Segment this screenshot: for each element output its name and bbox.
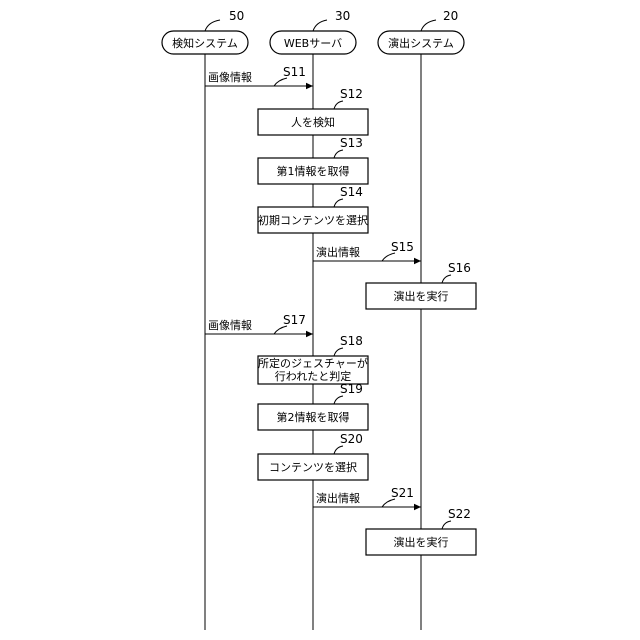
entity-web-ref: 30: [335, 9, 350, 23]
message-s21-label: 演出情報: [316, 491, 360, 505]
message-s21: 演出情報 S21: [313, 486, 421, 507]
process-s19-step: S19: [340, 382, 363, 396]
entity-effect-label: 演出システム: [388, 36, 454, 50]
process-s13-text: 第1情報を取得: [277, 164, 350, 178]
message-s17-leader: [274, 326, 287, 334]
process-s18-leader: [334, 348, 343, 356]
process-s22-text: 演出を実行: [394, 535, 449, 549]
message-s17: 画像情報 S17: [205, 313, 313, 334]
entity-web: WEBサーバ 30: [270, 9, 356, 54]
process-s14-text: 初期コンテンツを選択: [258, 213, 368, 227]
process-s20-step: S20: [340, 432, 363, 446]
process-s16-leader: [442, 275, 451, 283]
process-s13-leader: [334, 150, 343, 158]
process-s18-text-line2: 行われたと判定: [275, 369, 351, 383]
process-s14-leader: [334, 199, 343, 207]
message-s17-label: 画像情報: [208, 319, 252, 332]
process-s12-step: S12: [340, 87, 363, 101]
process-s14-step: S14: [340, 185, 363, 199]
process-s16-text: 演出を実行: [394, 289, 449, 303]
message-s21-leader: [382, 499, 395, 507]
message-s11-leader: [274, 78, 287, 86]
process-s18-text-line1: 所定のジェスチャーが: [258, 356, 368, 370]
message-s17-step: S17: [283, 313, 306, 327]
message-s15-label: 演出情報: [316, 245, 360, 259]
entity-detect-ref: 50: [229, 9, 244, 23]
message-s15: 演出情報 S15: [313, 240, 421, 261]
entity-detect-leader: [205, 20, 220, 31]
entity-effect-ref: 20: [443, 9, 458, 23]
message-s11-step: S11: [283, 65, 306, 79]
process-s19-text: 第2情報を取得: [277, 410, 350, 424]
process-s13-step: S13: [340, 136, 363, 150]
process-s22-step: S22: [448, 507, 471, 521]
entity-detect: 検知システム 50: [162, 9, 248, 54]
process-s19-leader: [334, 396, 343, 404]
process-s18-step: S18: [340, 334, 363, 348]
process-s12-leader: [334, 101, 343, 109]
entity-effect: 演出システム 20: [378, 9, 464, 54]
message-s15-leader: [382, 253, 395, 261]
process-s12-text: 人を検知: [291, 115, 335, 129]
entity-effect-leader: [421, 20, 436, 31]
entity-web-leader: [313, 20, 327, 31]
message-s15-step: S15: [391, 240, 414, 254]
process-s20-text: コンテンツを選択: [269, 460, 357, 474]
process-s20-leader: [334, 446, 343, 454]
message-s11: 画像情報 S11: [205, 65, 313, 86]
message-s21-step: S21: [391, 486, 414, 500]
entity-detect-label: 検知システム: [172, 36, 238, 50]
message-s11-label: 画像情報: [208, 71, 252, 84]
process-s16-step: S16: [448, 261, 471, 275]
process-s22-leader: [442, 521, 451, 529]
entity-web-label: WEBサーバ: [284, 37, 342, 50]
